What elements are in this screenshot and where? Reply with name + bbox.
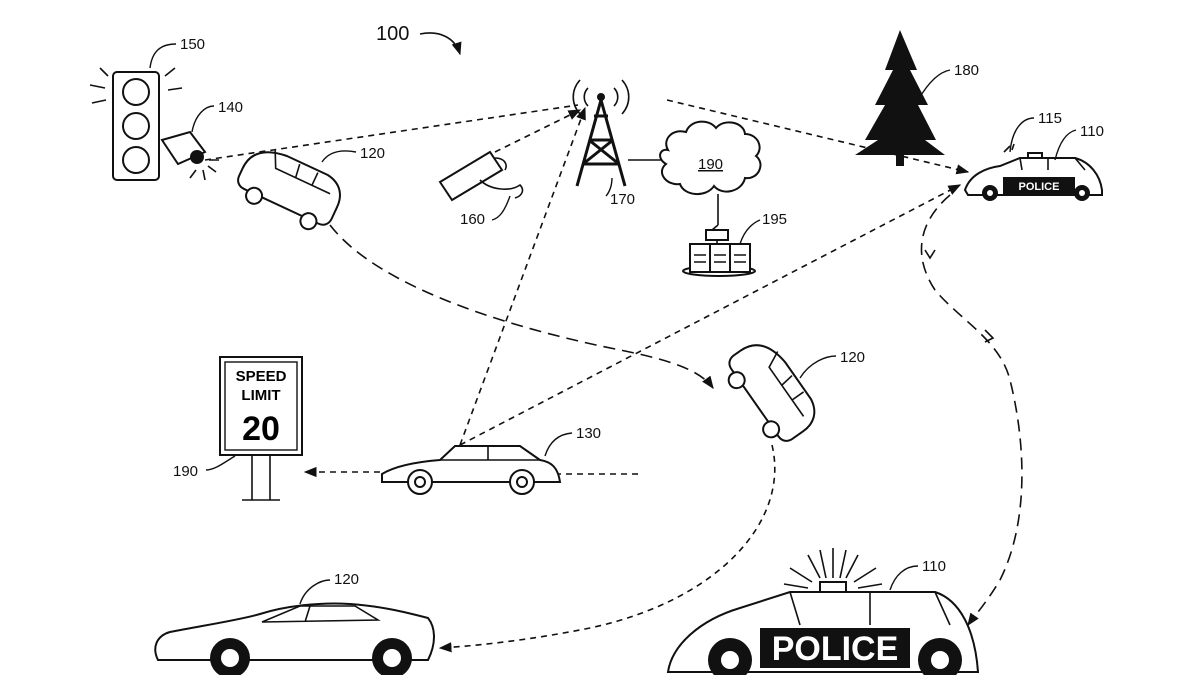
tree xyxy=(855,30,945,166)
police-car-bottom: POLICE xyxy=(666,548,980,675)
label-servers: 195 xyxy=(762,211,787,228)
camera-on-light xyxy=(160,130,219,181)
label-sedan: 130 xyxy=(576,425,601,442)
servers-label-group: 195 xyxy=(739,211,787,245)
traffic-light-label-group: 150 xyxy=(149,36,205,69)
label-cloud: 190 xyxy=(698,156,723,173)
label-tower: 170 xyxy=(610,191,635,208)
signal-links xyxy=(204,99,970,480)
police-text-bottom: POLICE xyxy=(772,630,899,668)
link-sedan-to-tower xyxy=(459,106,586,446)
speed-sign-line2: LIMIT xyxy=(241,387,280,404)
pursuit-chevron-1 xyxy=(924,249,936,260)
network-cloud: 190 xyxy=(628,120,762,195)
street-camera xyxy=(438,150,524,202)
police-light-top-label-group: 115 xyxy=(1009,110,1062,153)
path-car-top-left-to-middle xyxy=(329,224,714,390)
figure-number: 100 xyxy=(376,23,409,45)
label-traffic-light: 150 xyxy=(180,36,205,53)
police-car-top-label-group: 110 xyxy=(1054,123,1104,161)
label-camera-on-light: 140 xyxy=(218,99,243,116)
speed-sign-line1: SPEED xyxy=(236,368,287,385)
label-street-camera: 160 xyxy=(460,211,485,228)
label-car-middle-right: 120 xyxy=(840,349,865,366)
car-top-left-label-group: 120 xyxy=(321,145,385,163)
cell-tower xyxy=(572,79,630,187)
label-speed-sign: 190 xyxy=(173,463,198,480)
police-car-bottom-label-group: 110 xyxy=(889,558,946,591)
tower-label-group: 170 xyxy=(605,177,635,208)
label-police-light-top: 115 xyxy=(1038,110,1062,127)
traffic-light xyxy=(89,67,183,181)
sedan-label-group: 130 xyxy=(544,425,601,457)
servers xyxy=(682,194,756,277)
speed-sign-value: 20 xyxy=(242,410,280,448)
figure-number-group: 100 xyxy=(376,23,462,56)
car-middle-right-label-group: 120 xyxy=(799,349,865,379)
speed-limit-sign: SPEED LIMIT 20 xyxy=(219,356,303,501)
vehicle-paths xyxy=(329,194,1023,653)
label-car-bottom-left: 120 xyxy=(334,571,359,588)
sedan xyxy=(381,445,562,495)
street-camera-label-group: 160 xyxy=(460,195,511,228)
car-bottom-left-label-group: 120 xyxy=(299,571,359,605)
car-bottom-left xyxy=(154,602,435,675)
car-middle-right xyxy=(727,344,816,442)
path-car-middle-to-bottom xyxy=(438,444,776,653)
car-top-left xyxy=(237,150,341,231)
link-sedan-to-police xyxy=(459,184,962,446)
label-police-car-bottom: 110 xyxy=(922,558,946,575)
police-text-top: POLICE xyxy=(1019,181,1060,193)
label-police-car-top: 110 xyxy=(1080,123,1104,140)
link-tower-to-police xyxy=(666,99,970,175)
figure-number-arrow xyxy=(419,32,462,56)
label-tree: 180 xyxy=(954,62,979,79)
tree-label-group: 180 xyxy=(917,62,979,101)
camera-on-light-label-group: 140 xyxy=(191,99,243,133)
label-car-top-left: 120 xyxy=(360,145,385,162)
link-camera-to-tower xyxy=(204,104,579,161)
speed-sign-label-group: 190 xyxy=(173,455,236,480)
pursuit-chevron-2 xyxy=(984,329,995,343)
link-street-camera-to-tower xyxy=(494,109,582,153)
path-police-pursuit xyxy=(920,194,1023,627)
police-car-top: POLICE xyxy=(963,143,1103,201)
